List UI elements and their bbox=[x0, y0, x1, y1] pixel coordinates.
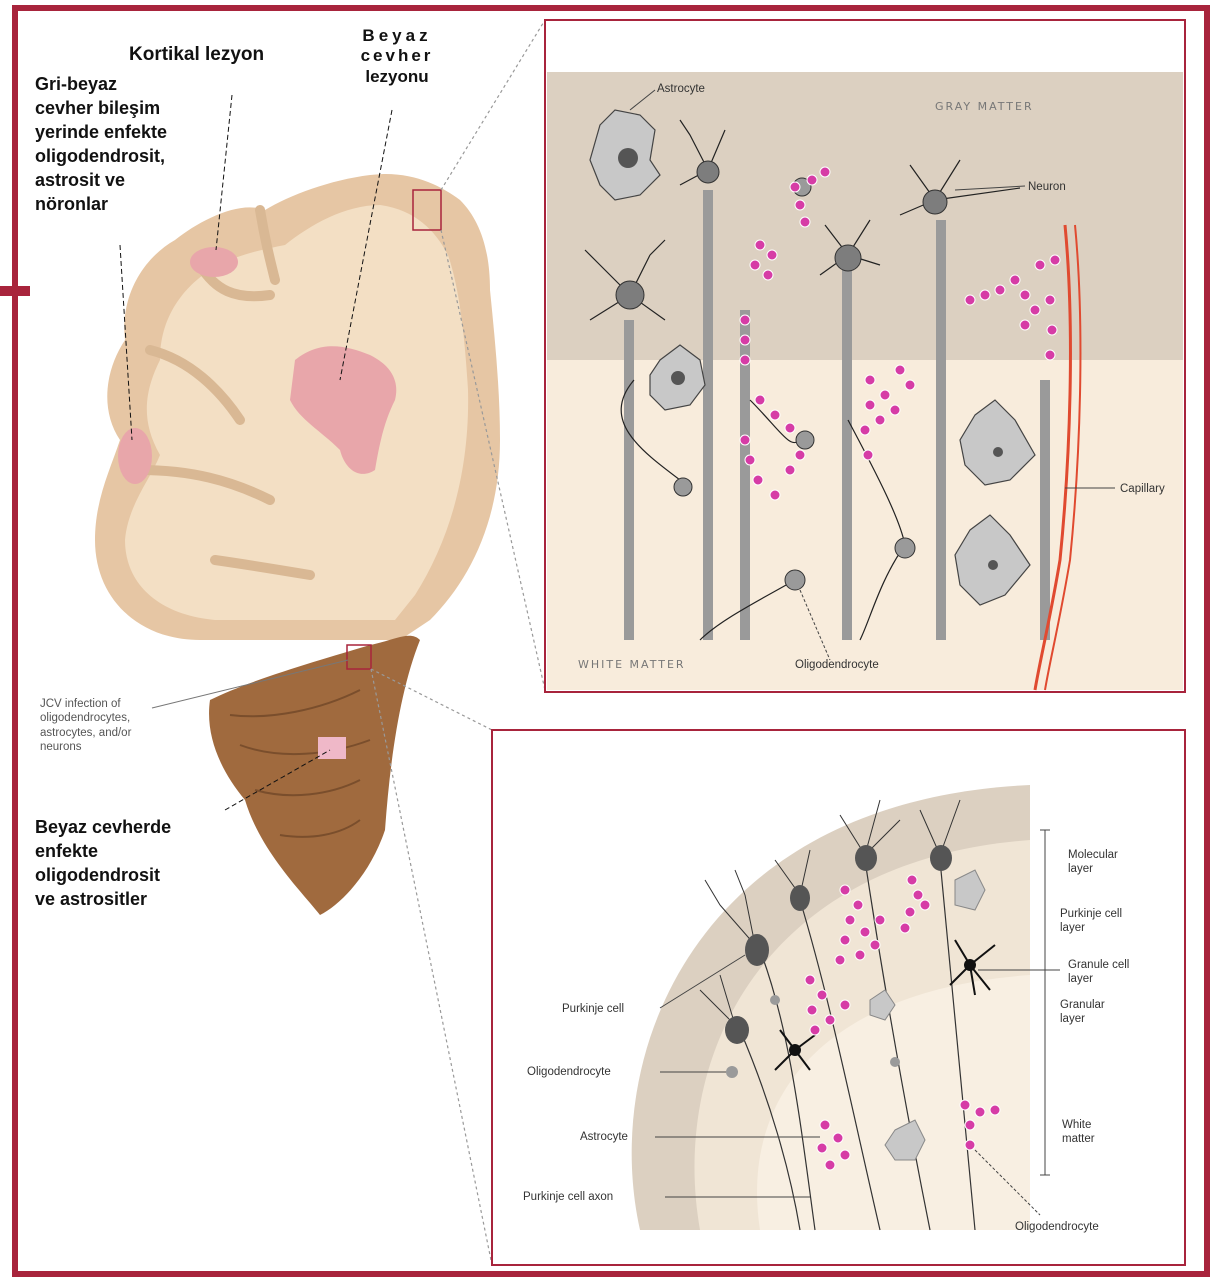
infected-line: enfekte bbox=[35, 839, 171, 863]
white-line: White bbox=[1062, 1118, 1095, 1132]
white-matter-label: WHITE MATTER bbox=[578, 658, 686, 671]
junction-line: Gri-beyaz bbox=[35, 72, 167, 96]
granular-layer-label: Granular layer bbox=[1060, 998, 1105, 1027]
white-matter-lesion-label: Beyaz cevher lezyonu bbox=[347, 26, 447, 87]
jcv-infection-label: JCV infection of oligodendrocytes, astro… bbox=[40, 697, 131, 755]
lower-astrocyte-label: Astrocyte bbox=[580, 1130, 628, 1144]
purkinje-layer-label: Purkinje cell layer bbox=[1060, 907, 1122, 936]
white-matter-lesion-line-2: cevher bbox=[347, 46, 447, 66]
brain-section bbox=[95, 174, 500, 915]
junction-lesion bbox=[118, 428, 152, 484]
granule-cell-layer-label: Granule cell layer bbox=[1068, 958, 1129, 987]
molecular-line: layer bbox=[1068, 862, 1118, 876]
upper-astrocyte-label: Astrocyte bbox=[657, 82, 705, 96]
frame-tab bbox=[0, 286, 30, 296]
junction-line: yerinde enfekte bbox=[35, 120, 167, 144]
jcv-line: astrocytes, and/or bbox=[40, 726, 131, 740]
purkinje-cell-label: Purkinje cell bbox=[562, 1002, 624, 1016]
capillary-label: Capillary bbox=[1120, 482, 1165, 496]
gray-matter-label: GRAY MATTER bbox=[935, 100, 1034, 113]
granular-line: layer bbox=[1060, 1012, 1105, 1026]
lower-oligodendrocyte-left-label: Oligodendrocyte bbox=[527, 1065, 611, 1079]
white-matter-lesion-line-3: lezyonu bbox=[347, 67, 447, 87]
lower-oligodendrocyte-bottom-label: Oligodendrocyte bbox=[1015, 1220, 1099, 1234]
white-matter-band bbox=[547, 360, 1183, 690]
purkinje-axon-label: Purkinje cell axon bbox=[523, 1190, 613, 1204]
junction-line: nöronlar bbox=[35, 192, 167, 216]
white-line: matter bbox=[1062, 1132, 1095, 1146]
granular-line: Granular bbox=[1060, 998, 1105, 1012]
infected-line: ve astrositler bbox=[35, 887, 171, 911]
granule-line: layer bbox=[1068, 972, 1129, 986]
purkinje-layer-line: layer bbox=[1060, 921, 1122, 935]
junction-line: cevher bileşim bbox=[35, 96, 167, 120]
neuron-label: Neuron bbox=[1028, 180, 1066, 194]
infected-line: oligodendrosit bbox=[35, 863, 171, 887]
upper-oligodendrocyte-label: Oligodendrocyte bbox=[795, 658, 879, 672]
purkinje-layer-line: Purkinje cell bbox=[1060, 907, 1122, 921]
jcv-line: JCV infection of bbox=[40, 697, 131, 711]
granule-line: Granule cell bbox=[1068, 958, 1129, 972]
gray-matter-band bbox=[547, 72, 1183, 360]
cerebellar-lesion bbox=[318, 737, 346, 759]
jcv-line: neurons bbox=[40, 740, 131, 754]
molecular-line: Molecular bbox=[1068, 848, 1118, 862]
cortical-lesion bbox=[190, 247, 238, 277]
jcv-line: oligodendrocytes, bbox=[40, 711, 131, 725]
infected-line: Beyaz cevherde bbox=[35, 815, 171, 839]
junction-line: astrosit ve bbox=[35, 168, 167, 192]
cortical-lesion-label: Kortikal lezyon bbox=[129, 44, 264, 67]
upper-inset bbox=[545, 20, 1185, 692]
lower-white-matter-label: White matter bbox=[1062, 1118, 1095, 1147]
white-matter-lesion-line-1: Beyaz bbox=[347, 26, 447, 46]
molecular-layer-label: Molecular layer bbox=[1068, 848, 1118, 877]
gray-white-junction-label: Gri-beyaz cevher bileşim yerinde enfekte… bbox=[35, 72, 167, 216]
junction-line: oligodendrosit, bbox=[35, 144, 167, 168]
white-matter-infected-label: Beyaz cevherde enfekte oligodendrosit ve… bbox=[35, 815, 171, 911]
